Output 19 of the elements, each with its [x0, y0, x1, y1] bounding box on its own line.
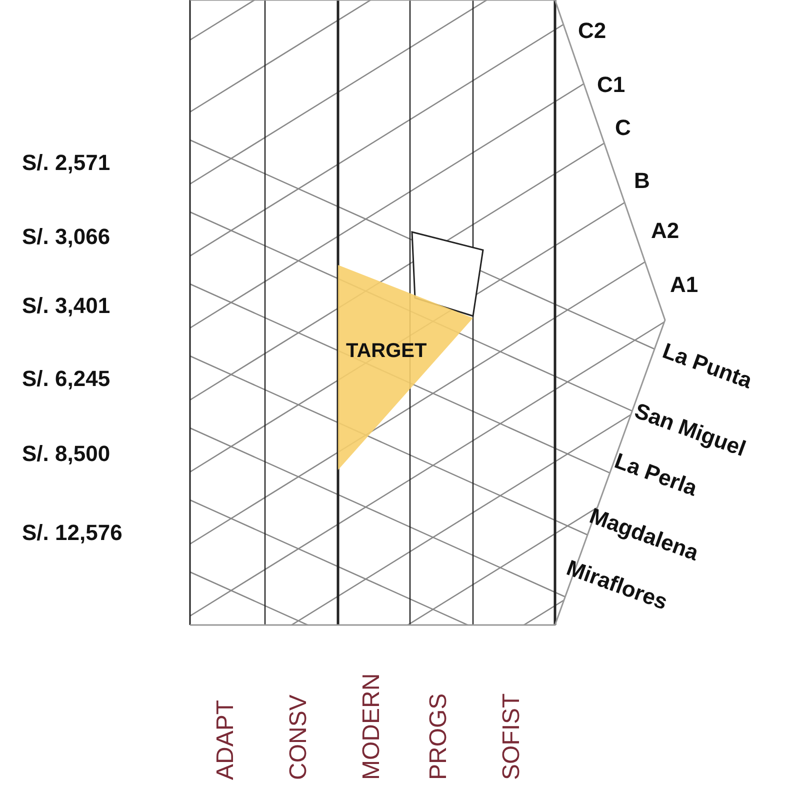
- segment-label: C: [615, 115, 631, 141]
- target-label: TARGET: [346, 340, 427, 363]
- style-label: ADAPT: [212, 700, 240, 780]
- segment-label: C1: [597, 72, 626, 98]
- style-label: SOFIST: [498, 693, 526, 780]
- style-label: CONSV: [285, 694, 313, 780]
- price-label: S/. 3,401: [22, 293, 110, 319]
- district-label: La Punta: [659, 338, 756, 394]
- price-label: S/. 6,245: [22, 366, 110, 392]
- price-label: S/. 8,500: [22, 441, 110, 467]
- segment-label: A2: [651, 218, 680, 244]
- style-label: PROGS: [425, 693, 453, 780]
- segment-label: B: [634, 168, 650, 194]
- price-label: S/. 12,576: [22, 520, 122, 546]
- style-label: MODERN: [358, 673, 386, 780]
- segment-label: A1: [670, 272, 698, 298]
- price-label: S/. 3,066: [22, 224, 110, 250]
- price-label: S/. 2,571: [22, 150, 110, 176]
- segment-label: C2: [578, 18, 606, 44]
